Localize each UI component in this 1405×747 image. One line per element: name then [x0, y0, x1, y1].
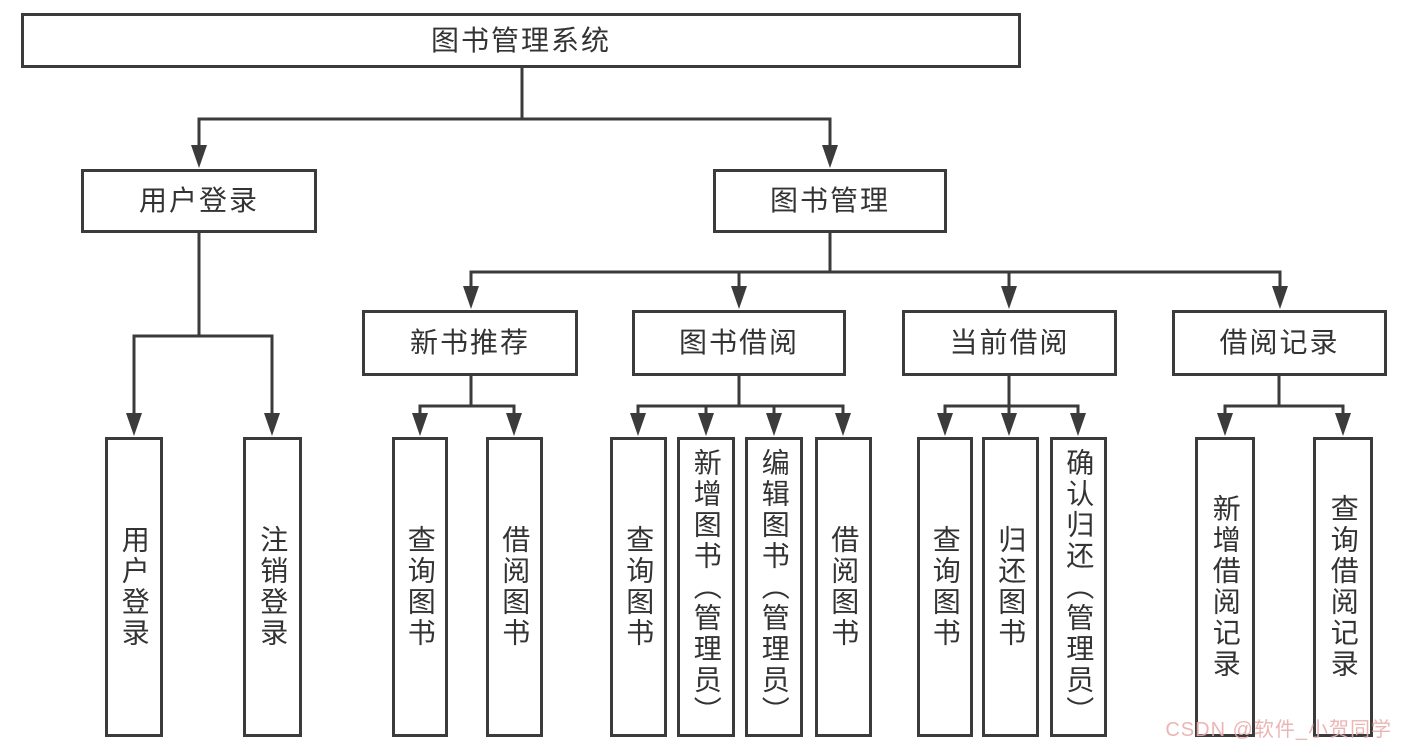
leaf-recommend-borrow-books: 借阅图书	[486, 437, 543, 737]
leaf-logout-label: 注销登录	[257, 525, 289, 649]
leaf-user-login-label: 用户登录	[118, 525, 150, 649]
node-book-borrow-label: 图书借阅	[678, 327, 799, 359]
leaf-borrow-add-books-admin-label: 新增图书（管理员）	[690, 447, 722, 727]
leaf-borrow-edit-books-admin: 编辑图书（管理员）	[745, 437, 803, 737]
leaf-records-query-borrow-record-label: 查询借阅记录	[1327, 494, 1359, 680]
node-new-book-recommend: 新书推荐	[362, 310, 578, 376]
leaf-borrow-edit-books-admin-label: 编辑图书（管理员）	[758, 447, 790, 727]
leaf-recommend-borrow-books-label: 借阅图书	[499, 525, 531, 649]
leaf-recommend-query-books: 查询图书	[392, 437, 448, 737]
leaf-records-query-borrow-record: 查询借阅记录	[1313, 437, 1373, 737]
leaf-records-add-borrow-record: 新增借阅记录	[1195, 437, 1255, 737]
leaf-borrow-borrow-books: 借阅图书	[815, 437, 872, 737]
leaf-current-return-books-label: 归还图书	[995, 525, 1027, 649]
leaf-current-return-books: 归还图书	[982, 437, 1039, 737]
node-root-library-management-system: 图书管理系统	[21, 13, 1021, 68]
leaf-current-query-books: 查询图书	[917, 437, 973, 737]
leaf-current-confirm-return-admin: 确认归还（管理员）	[1050, 437, 1107, 737]
leaf-user-login: 用户登录	[105, 437, 163, 737]
node-borrow-records: 借阅记录	[1172, 310, 1387, 376]
node-root-label: 图书管理系统	[430, 24, 611, 56]
node-book-borrow: 图书借阅	[632, 310, 846, 376]
arrowheads	[126, 145, 1351, 436]
leaf-logout: 注销登录	[243, 437, 302, 737]
node-current-borrow-label: 当前借阅	[949, 327, 1070, 359]
node-borrow-records-label: 借阅记录	[1219, 327, 1340, 359]
leaf-current-confirm-return-admin-label: 确认归还（管理员）	[1063, 447, 1095, 727]
node-user-login: 用户登录	[81, 169, 317, 233]
leaf-borrow-query-books: 查询图书	[610, 437, 667, 737]
node-current-borrow: 当前借阅	[902, 310, 1117, 376]
leaf-borrow-query-books-label: 查询图书	[623, 525, 655, 649]
leaf-borrow-borrow-books-label: 借阅图书	[828, 525, 860, 649]
node-user-login-label: 用户登录	[138, 185, 259, 217]
node-book-management: 图书管理	[713, 169, 947, 233]
node-new-book-recommend-label: 新书推荐	[409, 327, 530, 359]
leaf-current-query-books-label: 查询图书	[929, 525, 961, 649]
leaf-records-add-borrow-record-label: 新增借阅记录	[1209, 494, 1241, 680]
leaf-borrow-add-books-admin: 新增图书（管理员）	[677, 437, 735, 737]
watermark: CSDN @软件_小贺同学	[1165, 719, 1392, 741]
node-book-management-label: 图书管理	[769, 185, 890, 217]
leaf-recommend-query-books-label: 查询图书	[404, 525, 436, 649]
